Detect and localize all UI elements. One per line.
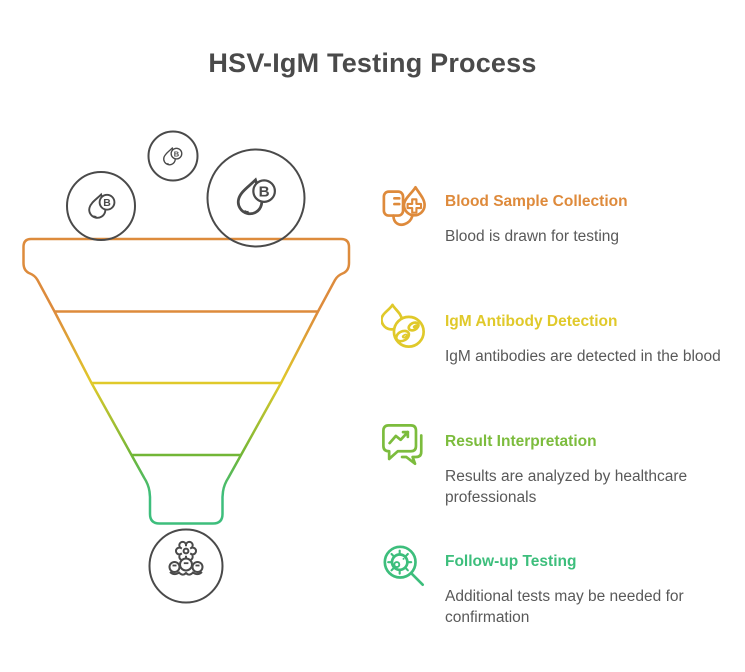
chat-chart-icon [382,424,423,466]
step-title: Blood Sample Collection [445,193,628,210]
virus-magnifier-icon [383,545,425,587]
bubble-large [206,148,306,248]
bubble-medium [66,171,136,241]
step-follow-up-testing: Follow-up Testing Additional tests may b… [381,540,740,628]
blood-bag-drop-icon [382,185,426,227]
step-blood-sample-collection: Blood Sample Collection Blood is drawn f… [381,180,628,247]
step-description: IgM antibodies are detected in the blood [445,348,721,365]
step-result-interpretation: Result Interpretation Results are analyz… [381,420,740,508]
blood-drop-b-icon: B [88,192,116,219]
svg-text:B: B [103,198,111,209]
step-title: IgM Antibody Detection [445,313,618,330]
blood-drop-b-icon: B [236,177,276,216]
step-description: Results are analyzed by healthcare profe… [445,468,688,506]
step-igm-antibody-detection: IgM Antibody Detection IgM antibodies ar… [381,300,721,367]
step-description: Additional tests may be needed for confi… [445,588,684,626]
bubble-small [147,130,199,182]
blood-drop-b-icon: B [163,146,183,166]
funnel-diagram: B B B [22,130,351,604]
step-title: Result Interpretation [445,433,597,450]
step-description: Blood is drawn for testing [445,228,620,245]
svg-text:B: B [259,183,270,200]
step-title: Follow-up Testing [445,553,577,570]
svg-text:B: B [174,149,180,158]
germ-cluster-icon [168,540,204,576]
page-title: HSV-IgM Testing Process [208,48,537,78]
drop-cells-icon [381,303,425,348]
funnel-outline [22,237,351,525]
outlet-bubble [148,528,224,604]
